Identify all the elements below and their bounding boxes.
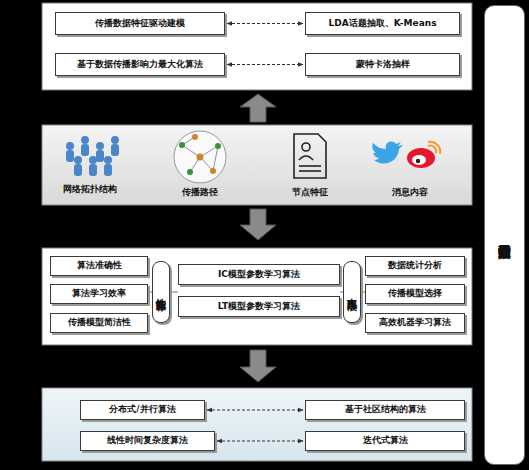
weibo-logo [407, 142, 440, 168]
box-text: 传播模型选择 [388, 289, 442, 299]
process-box: 线性时间复杂度算法 [80, 431, 215, 451]
icon-caption: 节点特征 [265, 186, 355, 199]
block-arrow-down [240, 350, 276, 382]
block-arrow-down [240, 209, 276, 240]
dashed-connector [207, 410, 303, 411]
box-text: 基于社区结构的算法 [345, 405, 426, 415]
twitter-logo [372, 142, 403, 164]
process-box: LDA话题抽取、K-Means [305, 12, 460, 35]
process-box: 传播数据特征驱动建模 [55, 12, 225, 35]
people-icon [66, 136, 119, 176]
box-text: 线性时间复杂度算法 [107, 436, 188, 446]
box-text: IC模型参数学习算法 [218, 270, 300, 280]
block-arrow-up [240, 94, 276, 122]
process-box: 算法准确性 [50, 256, 148, 276]
box-text: LT模型参数学习算法 [218, 302, 300, 312]
top-panel [42, 3, 472, 90]
box-text: 高效机器学习算法 [379, 318, 451, 328]
network-icon [174, 131, 226, 183]
dashed-connector [227, 23, 303, 24]
process-box: 高效机器学习算法 [365, 313, 465, 333]
box-text: 基于数据传播影响力最大化算法 [77, 60, 203, 70]
process-box: 分布式/并行算法 [80, 400, 205, 420]
icon-caption: 传播路径 [155, 186, 245, 199]
box-text: 迭代式算法 [363, 436, 408, 446]
box-text: 实现手段 [347, 290, 358, 294]
box-text: 传播模型简洁性 [68, 318, 131, 328]
data-panel [42, 125, 472, 205]
box-text: LDA话题抽取、K-Means [329, 19, 437, 29]
box-text: 传播数据特征驱动建模 [95, 19, 185, 29]
box-text: 蒙特卡洛抽样 [356, 60, 410, 70]
bracket-box: 实现手段 [343, 261, 361, 323]
box-text: 分布式/并行算法 [109, 405, 175, 415]
process-box: 基于数据传播影响力最大化算法 [55, 53, 225, 76]
dashed-connector [227, 64, 303, 65]
icon-caption: 消息内容 [365, 186, 455, 199]
process-box: 数据统计分析 [365, 256, 465, 276]
process-box: 迭代式算法 [305, 431, 465, 451]
process-box: 蒙特卡洛抽样 [305, 53, 460, 76]
process-box: 传播模型选择 [365, 284, 465, 304]
process-box: IC模型参数学习算法 [178, 264, 340, 285]
box-text: 性能指标 [156, 290, 167, 294]
box-text: 算法学习效率 [72, 289, 126, 299]
validation-panel: 基于新浪微博海量传播数据的应用验证 [484, 5, 525, 465]
icon-caption: 网络拓扑结构 [45, 183, 135, 196]
process-box: 传播模型简洁性 [50, 313, 148, 333]
bracket-lines [148, 292, 365, 293]
bracket-box: 性能指标 [152, 261, 170, 323]
box-text: 算法准确性 [77, 261, 122, 271]
algorithm-panel [42, 388, 472, 461]
method-panel [42, 248, 472, 345]
process-box: LT模型参数学习算法 [178, 296, 340, 317]
process-box: 基于社区结构的算法 [305, 400, 465, 420]
process-box: 算法学习效率 [50, 284, 148, 304]
dashed-connector [217, 441, 303, 442]
document-icon [294, 134, 326, 178]
box-text: 数据统计分析 [388, 261, 442, 271]
